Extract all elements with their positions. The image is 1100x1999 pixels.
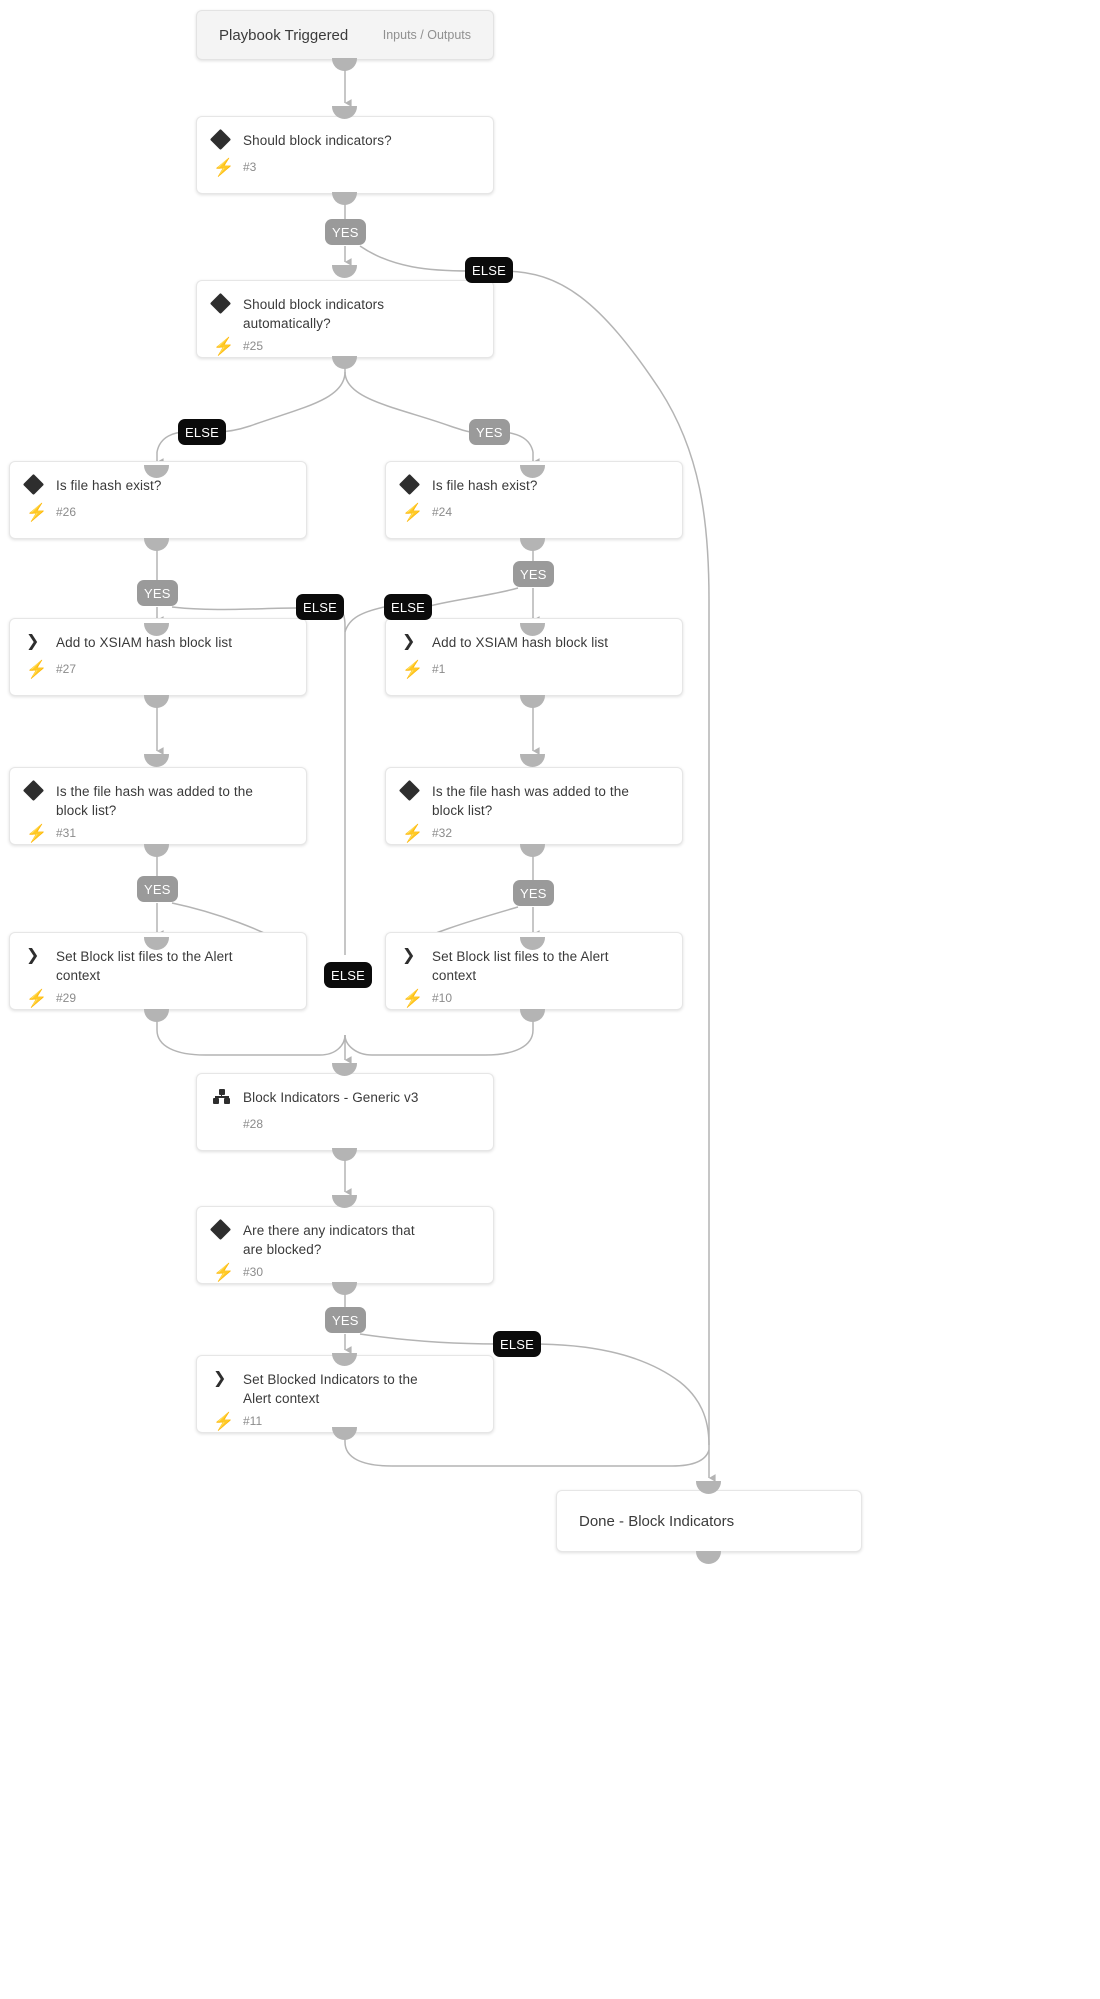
node-port-out xyxy=(520,695,545,708)
task-node-11[interactable]: ❯ Set Blocked Indicators to the Alert co… xyxy=(196,1355,494,1433)
condition-diamond-icon xyxy=(22,779,52,802)
node-port-in xyxy=(144,754,169,767)
branch-label-yes[interactable]: YES xyxy=(137,580,178,606)
automation-bolt-icon: ⚡ xyxy=(402,988,424,1008)
node-port-out xyxy=(332,58,357,71)
node-title: Is the file hash was added to the block … xyxy=(56,784,253,818)
branch-label-else[interactable]: ELSE xyxy=(493,1331,542,1357)
automation-bolt-icon: ⚡ xyxy=(26,659,48,679)
task-chevron-icon: ❯ xyxy=(213,1368,227,1387)
condition-node-30[interactable]: Are there any indicators that are blocke… xyxy=(196,1206,494,1284)
node-port-out xyxy=(144,695,169,708)
branch-label-yes[interactable]: YES xyxy=(325,1307,366,1333)
automation-bolt-icon: ⚡ xyxy=(26,502,48,522)
node-port-out xyxy=(696,1551,721,1564)
automation-bolt-icon: ⚡ xyxy=(213,157,235,177)
task-number: #31 xyxy=(56,826,77,840)
node-title: Should block indicators automatically? xyxy=(243,297,385,331)
node-port-out xyxy=(332,1148,357,1161)
inputs-outputs-link[interactable]: Inputs / Outputs xyxy=(382,28,471,42)
node-port-in xyxy=(696,1481,721,1494)
task-chevron-icon: ❯ xyxy=(26,945,40,964)
node-title: Set Block list files to the Alert contex… xyxy=(432,949,609,983)
branch-label-else[interactable]: ELSE xyxy=(324,962,373,988)
node-port-in xyxy=(332,1353,357,1366)
node-port-out xyxy=(332,192,357,205)
condition-diamond-icon xyxy=(398,473,428,496)
node-port-in xyxy=(144,937,169,950)
task-number: #3 xyxy=(243,160,257,174)
node-title: Block Indicators - Generic v3 xyxy=(243,1090,419,1105)
automation-bolt-icon: ⚡ xyxy=(402,823,424,843)
condition-diamond-icon xyxy=(209,292,239,315)
automation-bolt-icon: ⚡ xyxy=(26,823,48,843)
sub-playbook-node-28[interactable]: Block Indicators - Generic v3 #28 xyxy=(196,1073,494,1151)
node-port-in xyxy=(332,1063,357,1076)
task-number: #29 xyxy=(56,991,77,1005)
task-number: #26 xyxy=(56,505,77,519)
condition-diamond-icon xyxy=(398,779,428,802)
playbook-triggered-label: Playbook Triggered xyxy=(219,26,349,44)
task-chevron-icon: ❯ xyxy=(26,631,40,650)
condition-node-3[interactable]: Should block indicators? ⚡ #3 xyxy=(196,116,494,194)
task-chevron-icon: ❯ xyxy=(402,945,416,964)
automation-bolt-icon: ⚡ xyxy=(213,1262,235,1282)
node-port-in xyxy=(332,1195,357,1208)
branch-label-yes[interactable]: YES xyxy=(325,219,366,245)
task-number: #1 xyxy=(432,662,446,676)
condition-node-32[interactable]: Is the file hash was added to the block … xyxy=(385,767,683,845)
branch-label-yes[interactable]: YES xyxy=(469,419,510,445)
node-port-in xyxy=(144,465,169,478)
task-chevron-icon: ❯ xyxy=(402,631,416,650)
condition-diamond-icon xyxy=(209,1218,239,1241)
node-port-in xyxy=(332,265,357,278)
branch-label-else[interactable]: ELSE xyxy=(296,594,345,620)
node-port-in xyxy=(332,106,357,119)
branch-label-yes[interactable]: YES xyxy=(513,880,554,906)
node-title: Is file hash exist? xyxy=(432,478,538,493)
condition-diamond-icon xyxy=(209,128,239,151)
task-number: #30 xyxy=(243,1265,264,1279)
task-number: #27 xyxy=(56,662,77,676)
node-title: Add to XSIAM hash block list xyxy=(432,635,609,650)
branch-label-else[interactable]: ELSE xyxy=(384,594,433,620)
node-port-out xyxy=(144,538,169,551)
task-number: #11 xyxy=(243,1414,263,1428)
node-port-out xyxy=(520,538,545,551)
task-number: #10 xyxy=(432,991,453,1005)
node-title: Add to XSIAM hash block list xyxy=(56,635,233,650)
node-title: Is file hash exist? xyxy=(56,478,162,493)
condition-node-25[interactable]: Should block indicators automatically? ⚡… xyxy=(196,280,494,358)
node-title: Are there any indicators that are blocke… xyxy=(243,1223,415,1257)
automation-bolt-icon: ⚡ xyxy=(26,988,48,1008)
node-title: Set Blocked Indicators to the Alert cont… xyxy=(243,1372,418,1406)
node-title: Should block indicators? xyxy=(243,133,392,148)
node-port-in xyxy=(520,754,545,767)
task-number: #24 xyxy=(432,505,453,519)
branch-label-else[interactable]: ELSE xyxy=(178,419,227,445)
node-port-in xyxy=(144,623,169,636)
done-label: Done - Block Indicators xyxy=(579,1512,735,1530)
playbook-triggered-node[interactable]: Playbook Triggered Inputs / Outputs xyxy=(196,10,494,60)
automation-bolt-icon: ⚡ xyxy=(402,502,424,522)
automation-bolt-icon: ⚡ xyxy=(213,1411,235,1431)
automation-bolt-icon: ⚡ xyxy=(402,659,424,679)
branch-label-yes[interactable]: YES xyxy=(513,561,554,587)
automation-bolt-icon: ⚡ xyxy=(213,336,235,356)
branch-label-else[interactable]: ELSE xyxy=(465,257,514,283)
node-title: Set Block list files to the Alert contex… xyxy=(56,949,233,983)
task-number: #28 xyxy=(243,1117,264,1131)
done-block-indicators-node[interactable]: Done - Block Indicators xyxy=(556,1490,862,1552)
condition-diamond-icon xyxy=(22,473,52,496)
branch-label-yes[interactable]: YES xyxy=(137,876,178,902)
node-title: Is the file hash was added to the block … xyxy=(432,784,629,818)
task-number: #32 xyxy=(432,826,453,840)
sub-playbook-icon xyxy=(213,1088,239,1104)
task-number: #25 xyxy=(243,339,264,353)
condition-node-31[interactable]: Is the file hash was added to the block … xyxy=(9,767,307,845)
